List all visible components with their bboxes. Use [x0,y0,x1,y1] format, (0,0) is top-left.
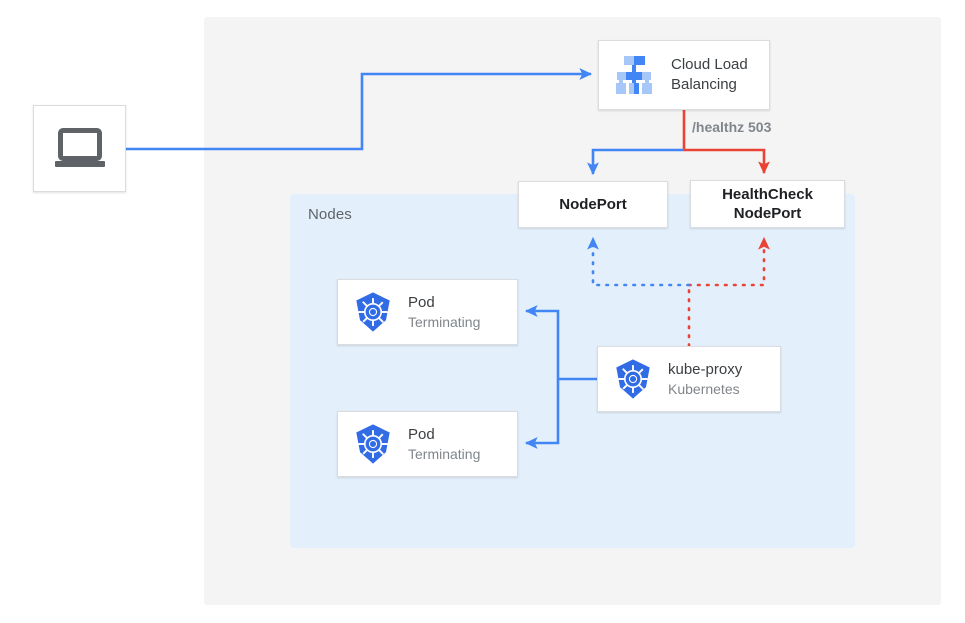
pod-label-2: Pod Terminating [408,425,480,463]
client-node[interactable] [33,105,126,192]
healthz-edge-label: /healthz 503 [692,119,772,135]
kube-proxy-label: kube-proxy Kubernetes [668,360,742,398]
cloud-load-balancing-icon [611,54,657,96]
pod-title-2: Pod [408,425,435,443]
pod-status-1: Terminating [408,313,481,330]
kubernetes-icon [612,358,654,400]
laptop-icon [54,127,106,171]
cloud-load-balancing-title-line2: Balancing [671,76,737,93]
kubernetes-icon [352,291,394,333]
pod-status-2: Terminating [408,445,481,462]
pod-node-1[interactable]: Pod Terminating [337,279,518,345]
nodeport-label: NodePort [559,195,627,213]
cloud-load-balancing-title-line1: Cloud Load [671,56,748,74]
healthcheck-nodeport-label-line2: NodePort [733,205,802,222]
healthcheck-nodeport-node[interactable]: HealthCheck NodePort [690,180,845,228]
healthcheck-nodeport-label: HealthCheck NodePort [722,185,813,223]
kube-proxy-subtitle: Kubernetes [668,380,740,397]
nodes-region-label: Nodes [308,206,352,223]
kube-proxy-node[interactable]: kube-proxy Kubernetes [597,346,781,412]
nodeport-node[interactable]: NodePort [518,181,668,228]
pod-label-1: Pod Terminating [408,293,480,331]
pod-node-2[interactable]: Pod Terminating [337,411,518,477]
cloud-load-balancing-node[interactable]: Cloud Load Balancing [598,40,770,110]
kube-proxy-title: kube-proxy [668,360,743,378]
kubernetes-icon [352,423,394,465]
cloud-load-balancing-label: Cloud Load Balancing [671,55,748,95]
pod-title-1: Pod [408,293,435,311]
healthcheck-nodeport-label-line1: HealthCheck [722,185,813,203]
